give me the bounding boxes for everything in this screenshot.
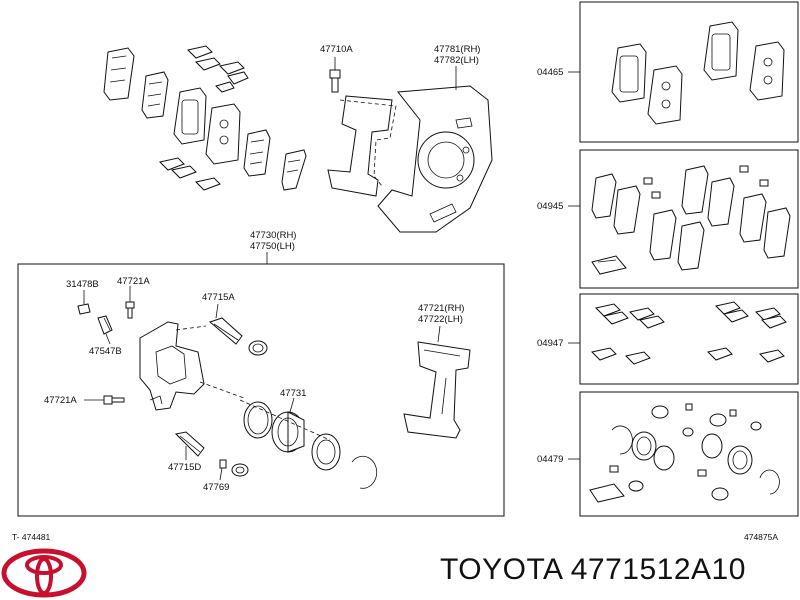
piston-47731: [271, 397, 305, 453]
label-ref-right: 474875A: [744, 532, 778, 542]
snap-ring: [351, 455, 378, 489]
label-47721A-left: 47721A: [44, 395, 77, 406]
caliper-bracket-47721: [403, 325, 471, 439]
bolt-47721A-top: [125, 286, 135, 319]
mounting-bracket: [327, 95, 397, 197]
label-kit-04465: 04465: [537, 67, 563, 78]
slide-pin-47715A: [208, 303, 243, 345]
kit-04479-seals: [589, 403, 780, 503]
label-ref-left: T- 474481: [12, 532, 51, 542]
bleeder-cap-31478B: [77, 290, 91, 315]
slide-pin-47715D: [174, 431, 205, 460]
label-kit-04945: 04945: [537, 201, 563, 212]
kit-04465-pads: [611, 21, 785, 125]
label-kit-04947: 04947: [537, 338, 563, 349]
dust-cover: [377, 66, 493, 233]
label-47769: 47769: [203, 482, 229, 493]
caliper-assembly-box: [17, 263, 505, 517]
label-47721: 47721(RH): [418, 303, 464, 314]
label-47715D: 47715D: [168, 462, 201, 473]
brake-pads-group: [103, 45, 307, 191]
label-47547B: 47547B: [89, 346, 122, 357]
label-47722: 47722(LH): [418, 314, 463, 325]
label-47731: 47731: [280, 388, 306, 399]
bolt-47721A-left: [84, 395, 125, 405]
label-47730: 47730(RH): [250, 230, 296, 241]
kit-04947-clips: [591, 301, 787, 365]
kit-04945-shims: [591, 165, 791, 275]
brand-part-number: TOYOTA 4771512A10: [440, 553, 746, 586]
kit-box-04947: [579, 293, 799, 385]
part-number-labels: 47710A 47781(RH) 47782(LH) 47730(RH) 477…: [12, 44, 778, 542]
label-kit-04479: 04479: [537, 454, 563, 465]
kit-box-04945: [579, 149, 799, 289]
label-47782: 47782(LH): [434, 55, 479, 66]
label-47781: 47781(RH): [434, 44, 480, 55]
label-47715A: 47715A: [202, 292, 235, 303]
pin-boot-47769: [219, 459, 249, 481]
bleeder-plug-47547B: [97, 315, 113, 345]
piston-seal-ring: [243, 401, 273, 439]
label-31478B: 31478B: [66, 279, 99, 290]
label-47750: 47750(LH): [250, 241, 295, 252]
bolt-47710A: [329, 57, 341, 93]
label-47721A-top: 47721A: [117, 276, 150, 287]
caliper-cylinder: [139, 321, 245, 411]
pin-boot-top: [248, 340, 268, 356]
piston-boot: [311, 433, 341, 471]
kit-box-04479: [579, 391, 799, 517]
toyota-logo-icon: [1, 548, 87, 598]
label-47710A: 47710A: [320, 44, 353, 55]
